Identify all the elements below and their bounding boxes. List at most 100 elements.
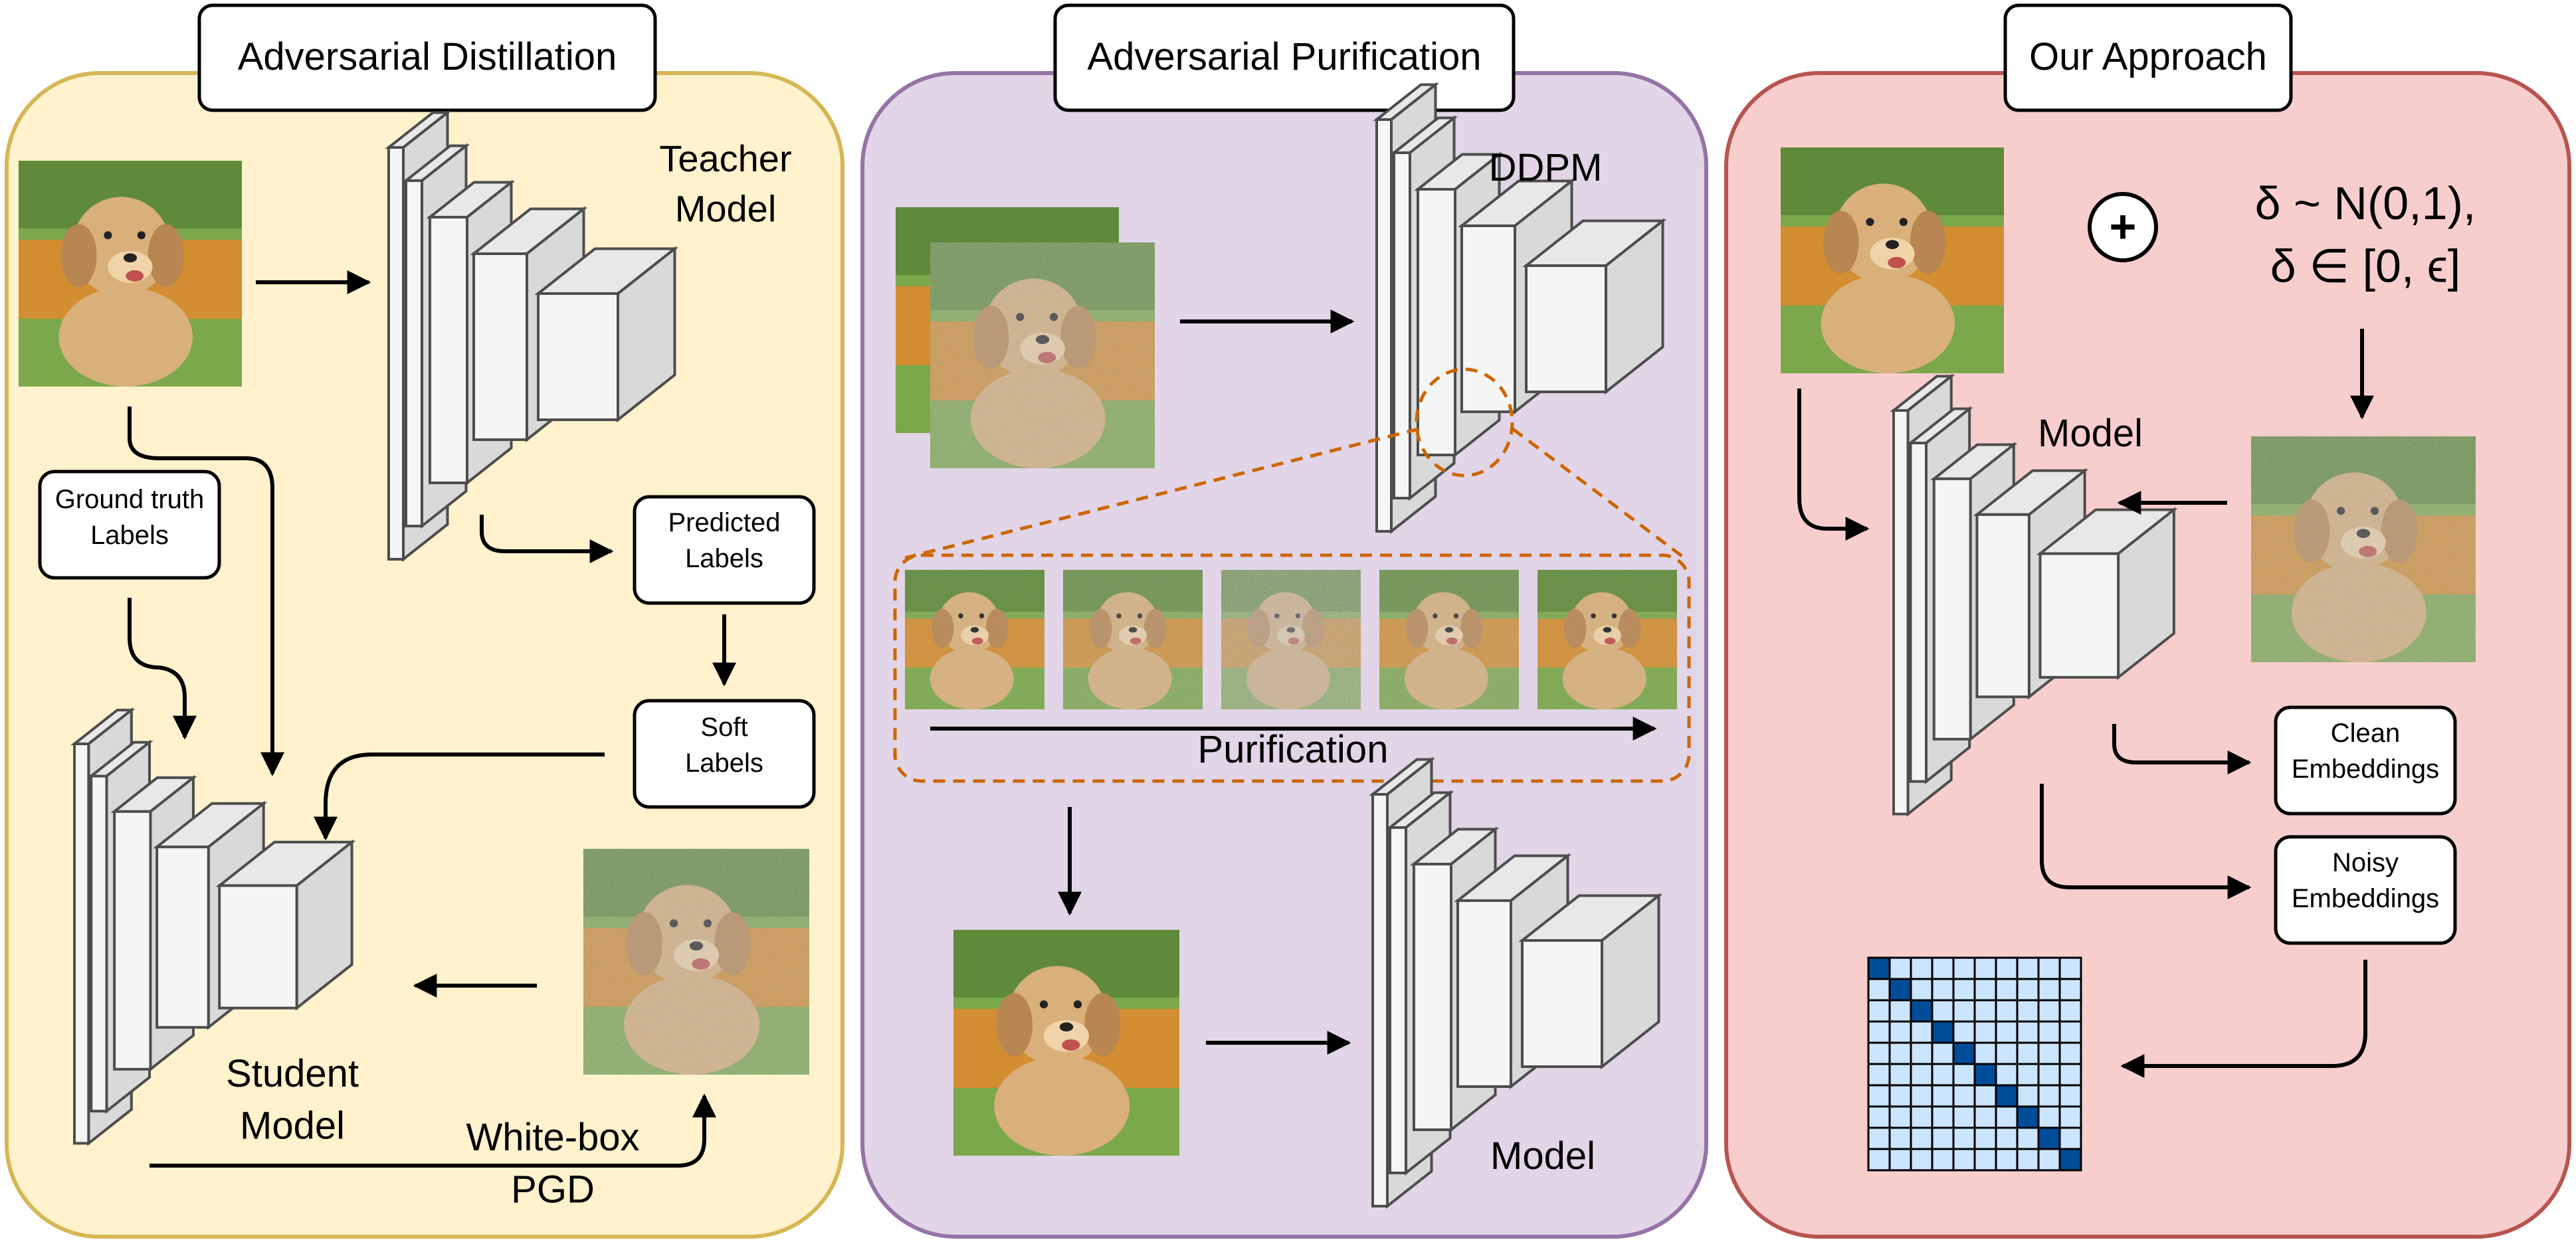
approach-arrows: [1797, 389, 2367, 1078]
noise-formula: δ ~ N(0,1),δ ∈ [0, ϵ]: [2255, 177, 2476, 292]
matrix-cell: [2058, 999, 2082, 1023]
matrix-cell: [1910, 1105, 1933, 1129]
arrow-model-to-clean: [2112, 724, 2252, 774]
matrix-cell: [2037, 978, 2061, 1002]
purification-steps: [905, 570, 1677, 709]
matrix-cell: [1995, 1126, 2019, 1150]
shared-model-label: Model: [2038, 412, 2143, 455]
matrix-cell: [1888, 1105, 1912, 1129]
matrix-cell: [1867, 1084, 1891, 1108]
matrix-cell: [1888, 1084, 1912, 1108]
matrix-cell: [1931, 1148, 1955, 1172]
purification-step-4: [1379, 570, 1519, 709]
matrix-cell: [2058, 956, 2082, 980]
matrix-cell: [2037, 999, 2061, 1023]
matrix-cell: [1973, 1020, 1997, 1044]
matrix-cell: [1888, 1063, 1912, 1087]
matrix-cell: [2037, 1041, 2061, 1065]
svg-text:Purification: Purification: [1198, 728, 1389, 771]
ddpm-network: [1373, 82, 1667, 535]
matrix-cell: [2016, 1041, 2040, 1065]
approach-title-box: Our Approach: [2003, 3, 2293, 112]
matrix-cell: [2058, 1041, 2082, 1065]
matrix-cell: [1995, 1041, 2019, 1065]
matrix-cell: [2058, 1105, 2082, 1129]
purification-step-1: [905, 570, 1044, 709]
arrow-model-to-noisy: [2040, 784, 2252, 899]
matrix-cell: [1973, 999, 1997, 1023]
matrix-cell: [2058, 978, 2082, 1002]
matrix-cell: [1995, 1148, 2019, 1172]
matrix-diagonal-cell: [1888, 978, 1912, 1002]
matrix-cell: [1995, 1105, 2019, 1129]
matrix-cell: [1995, 978, 2019, 1002]
dog-photo-clean: [19, 161, 242, 387]
matrix-cell: [1888, 999, 1912, 1023]
matrix-cell: [1973, 1148, 1997, 1172]
matrix-cell: [2037, 1105, 2061, 1129]
matrix-cell: [2058, 1063, 2082, 1087]
matrix-cell: [1931, 956, 1955, 980]
matrix-cell: [2016, 1063, 2040, 1087]
matrix-diagonal-cell: [1973, 1063, 1997, 1087]
matrix-cell: [2016, 956, 2040, 980]
purification-step-5: [1537, 570, 1677, 709]
arrow-soft-to-student: [314, 753, 605, 841]
distillation-title: Adversarial Distillation: [238, 35, 617, 78]
matrix-cell: [1952, 1148, 1976, 1172]
ddpm-zoom-callout: [893, 367, 1691, 783]
matrix-cell: [1995, 1063, 2019, 1087]
matrix-cell: [1973, 1105, 1997, 1129]
arrow-pgd-attack: [149, 1093, 716, 1168]
zoom-line-left: [904, 427, 1419, 560]
classifier-label: Model: [1490, 1134, 1595, 1178]
dog-photo-purified: [953, 930, 1179, 1156]
matrix-cell: [1931, 1105, 1955, 1129]
matrix-cell: [1931, 1084, 1955, 1108]
matrix-cell: [1888, 956, 1912, 980]
matrix-cell: [1910, 1084, 1933, 1108]
matrix-diagonal-cell: [1867, 956, 1891, 980]
matrix-cell: [1888, 1148, 1912, 1172]
matrix-cell: [1910, 1063, 1933, 1087]
shared-model-network: [1890, 373, 2178, 817]
arrow-image-to-student: [128, 406, 284, 776]
matrix-cell: [1910, 956, 1933, 980]
matrix-cell: [1931, 999, 1955, 1023]
matrix-cell: [1910, 1020, 1933, 1044]
dog-photo-adversarial: [583, 849, 809, 1075]
svg-text:Model: Model: [1490, 1134, 1595, 1178]
dog-photo-noisy: [2251, 436, 2476, 662]
distillation-title-box: Adversarial Distillation: [197, 3, 657, 112]
purification-title: Adversarial Purification: [1087, 35, 1481, 78]
matrix-cell: [2016, 1126, 2040, 1150]
purification-label: Purification: [1198, 728, 1389, 771]
matrix-cell: [1952, 956, 1976, 980]
purification-title-box: Adversarial Purification: [1053, 3, 1516, 112]
matrix-cell: [1952, 1105, 1976, 1129]
matrix-cell: [2037, 1020, 2061, 1044]
matrix-cell: [1973, 1084, 1997, 1108]
plus-icon: +: [2088, 192, 2158, 262]
purification-steps-box: [893, 553, 1691, 783]
panel-adversarial-purification: Adversarial Purification DDPM Purif: [860, 3, 1708, 1239]
matrix-cell: [2016, 1148, 2040, 1172]
matrix-cell: [1867, 999, 1891, 1023]
matrix-cell: [1910, 1148, 1933, 1172]
matrix-cell: [1867, 1041, 1891, 1065]
matrix-diagonal-cell: [1931, 1020, 1955, 1044]
matrix-cell: [1973, 1126, 1997, 1150]
matrix-diagonal-cell: [1952, 1041, 1976, 1065]
